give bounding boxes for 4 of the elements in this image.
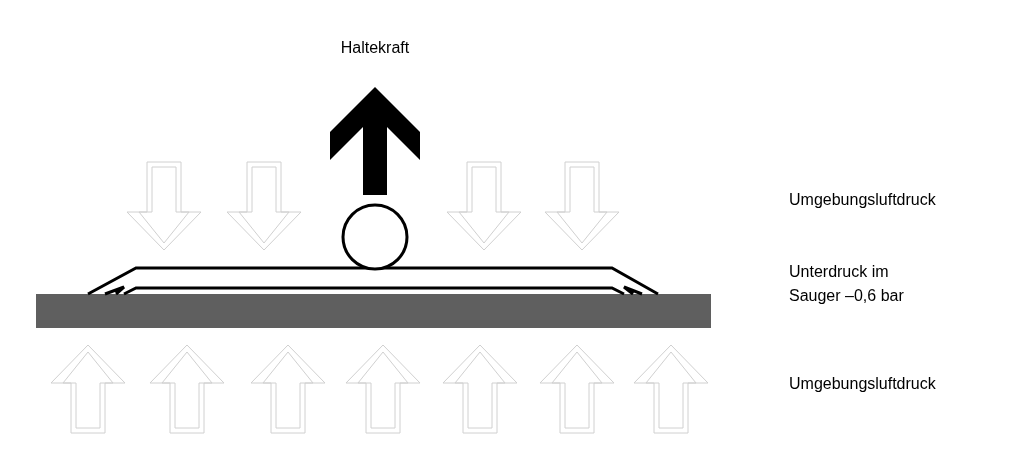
text-label: Umgebungsluftdruck <box>789 190 937 210</box>
text-label: Umgebungsluftdruck <box>789 374 937 394</box>
text-label: Haltekraft <box>339 38 411 58</box>
text-label: Unterdruck im Sauger –0,6 bar <box>789 262 905 306</box>
